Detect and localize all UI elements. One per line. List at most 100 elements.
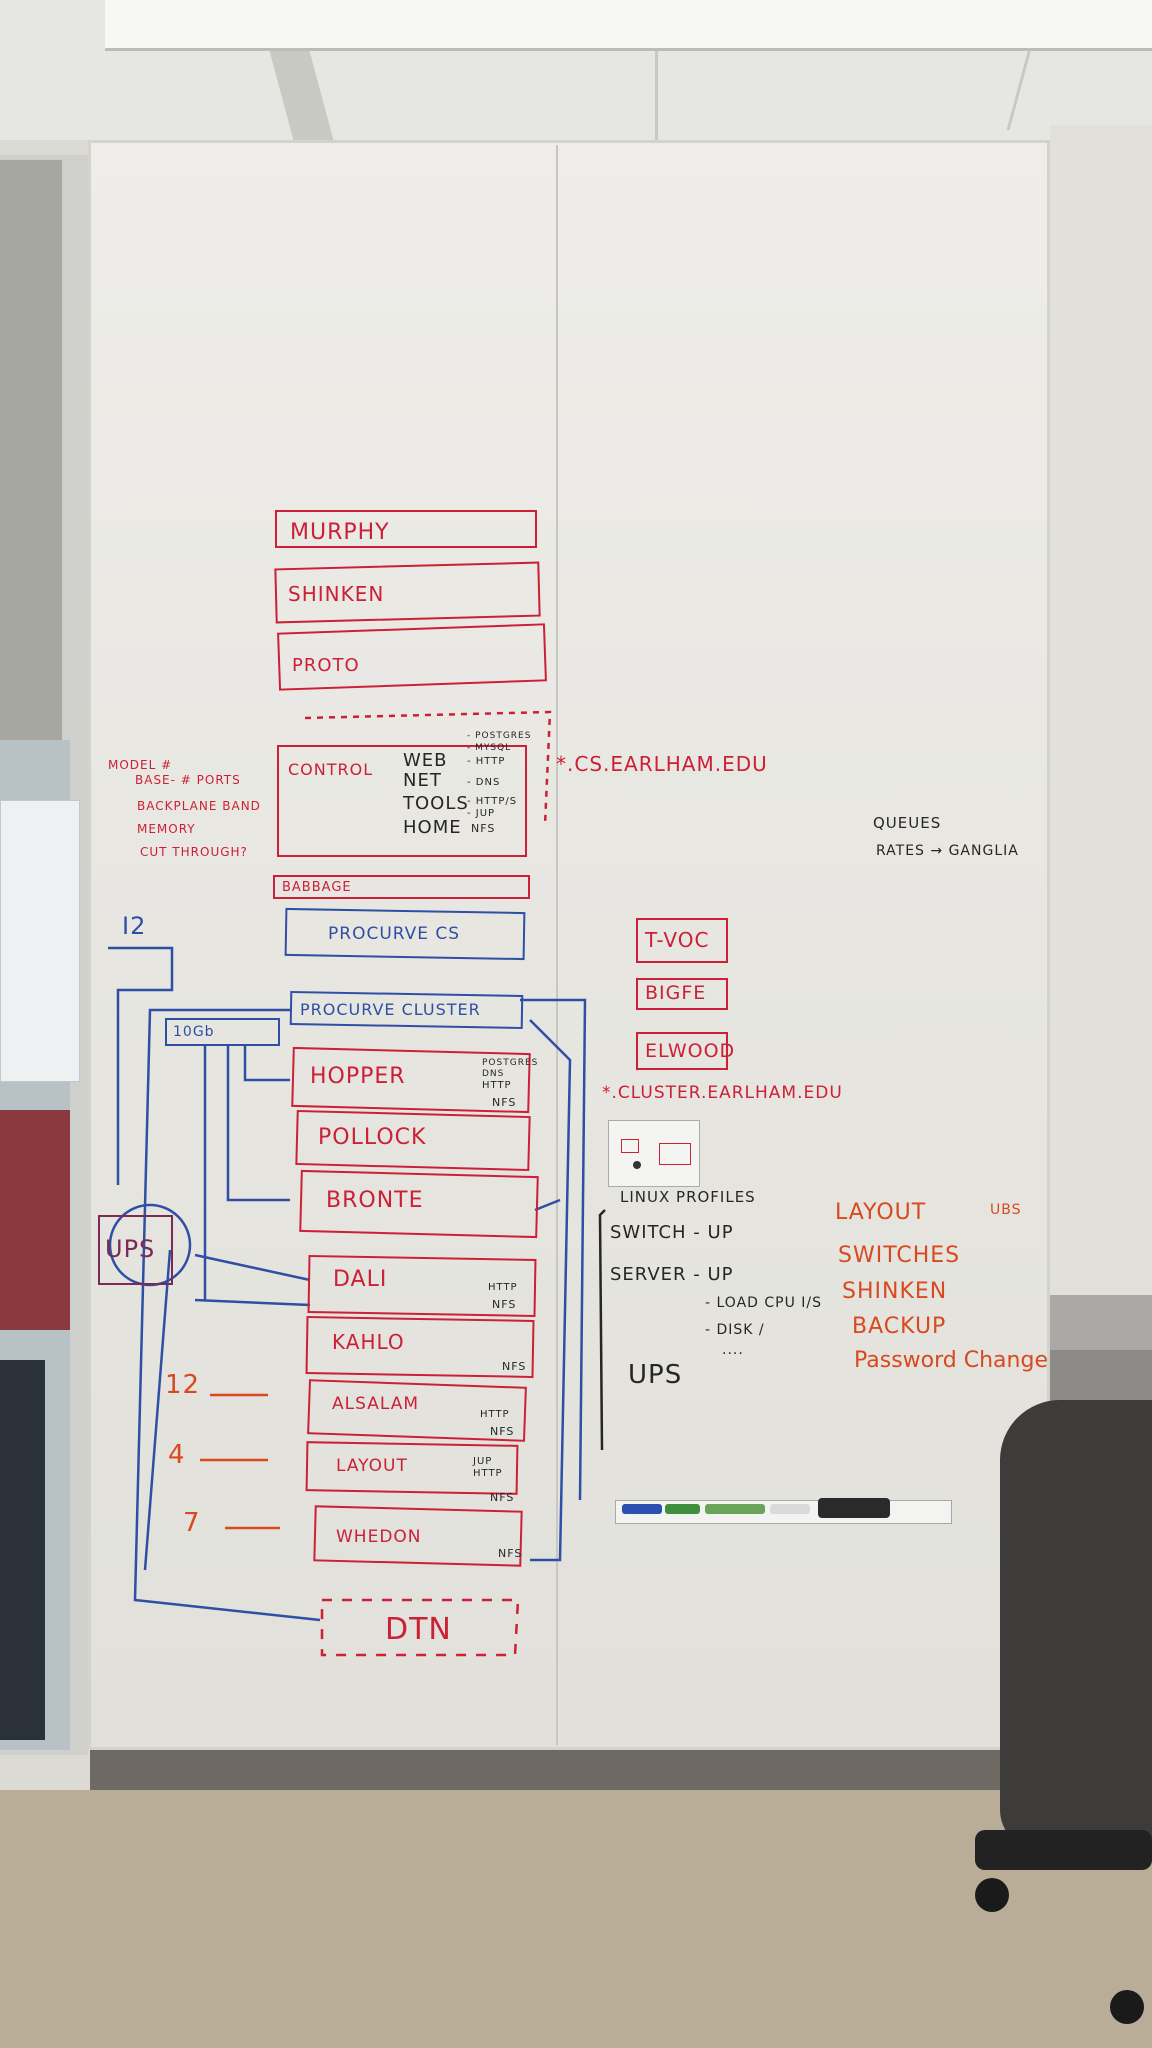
blue-marker-icon[interactable] [622,1504,662,1514]
ten-gb-switch-box [165,1018,280,1046]
node-note: NFS [502,1360,527,1373]
node-label-whedon: WHEDON [336,1527,422,1547]
profiles-item: .... [722,1342,744,1358]
server-label-tvoc: T-VOC [645,928,710,952]
todo-item: LAYOUT [835,1200,927,1225]
model-note: BASE- # PORTS [135,773,241,787]
chair-left [0,1110,70,1330]
control-service-home: HOME [403,817,462,838]
node-note: NFS [490,1491,515,1504]
todo-item: BACKUP [852,1314,947,1339]
server-box-bigfe [636,978,728,1010]
ten-gb-label: 10Gb [173,1024,215,1040]
model-note: MEMORY [137,822,196,836]
profiles-item: LINUX PROFILES [620,1188,756,1206]
domain-cs: *.CS.EARLHAM.EDU [556,752,768,776]
todo-item: UBS [990,1202,1022,1218]
ups-label: UPS [105,1235,156,1263]
whiteboard-seam [556,145,558,1745]
control-service-web: WEB [403,750,448,771]
ups-box [98,1215,173,1285]
node-label-bronte: BRONTE [326,1188,424,1213]
window-blind [0,160,62,740]
panel-knob-icon [633,1161,641,1169]
green-marker-icon[interactable] [705,1504,765,1514]
dtn-label: DTN [385,1612,452,1647]
profiles-item: - LOAD CPU I/S [705,1295,823,1311]
queues-label: QUEUES [873,814,942,832]
node-label-layout: LAYOUT [336,1456,408,1476]
control-title: CONTROL [288,760,374,779]
profiles-item: UPS [628,1360,683,1390]
ceiling-grid-line [655,40,658,140]
server-box-tvoc [636,918,728,963]
control-detail: - MYSQL [467,743,512,753]
rates-label: RATES → GANGLIA [876,843,1019,859]
node-note: POSTGRES [482,1058,539,1068]
babbage-label: BABBAGE [282,880,352,895]
i2-label: I2 [122,912,147,940]
node-label-hopper: HOPPER [310,1064,406,1089]
control-detail: - POSTGRES [467,731,532,741]
node-note: DNS [482,1069,505,1079]
model-note: BACKPLANE BAND [137,799,261,813]
todo-item: SWITCHES [838,1243,961,1268]
node-note: HTTP [473,1468,503,1479]
server-box-elwood [636,1032,728,1070]
control-service-net: NET [403,770,442,791]
node-note: NFS [490,1425,515,1438]
node-note: NFS [498,1547,523,1560]
poster [0,800,80,1082]
rack-unit-label: 4 [168,1440,186,1470]
server-label-bigfe: BIGFE [645,982,707,1004]
node-note: JUP [473,1456,493,1467]
office-chair-base [975,1830,1152,1870]
control-detail: - JUP [467,808,496,819]
node-note: NFS [492,1298,517,1311]
profiles-item: SERVER - UP [610,1264,734,1285]
todo-item: SHINKEN [842,1279,948,1304]
node-label-kahlo: KAHLO [332,1330,405,1354]
todo-item: Password Change [854,1348,1048,1373]
chair-wheel-icon [1110,1990,1144,2024]
server-label-elwood: ELWOOD [645,1040,736,1062]
control-detail: NFS [471,822,496,835]
server-label-shinken: SHINKEN [288,582,385,606]
white-marker-icon[interactable] [770,1504,810,1514]
whiteboard [88,140,1050,1750]
node-label-dali: DALI [333,1267,388,1292]
node-note: HTTP [482,1080,512,1091]
panel-button-icon [621,1139,639,1153]
node-label-pollock: POLLOCK [318,1125,427,1150]
profiles-item: - DISK / [705,1322,765,1338]
panel-button-icon [659,1143,691,1165]
server-label-proto: PROTO [292,655,360,676]
domain-cluster: *.CLUSTER.EARLHAM.EDU [602,1083,843,1103]
control-box [277,745,527,857]
control-detail: - HTTP/S [467,796,518,807]
floor [0,1790,1152,2048]
procurve-cluster-label: PROCURVE CLUSTER [300,1000,481,1019]
babbage-box [273,875,530,899]
wall-control-panel [608,1120,700,1187]
procurve-cs-label: PROCURVE CS [328,924,461,944]
node-note: NFS [492,1096,517,1109]
model-note: CUT THROUGH? [140,845,248,859]
model-note: MODEL # [108,758,173,772]
control-service-tools: TOOLS [403,793,469,814]
desk-top [1045,1295,1152,1350]
chair-wheel-icon [975,1878,1009,1912]
control-detail: - HTTP [467,756,506,767]
profiles-item: SWITCH - UP [610,1222,734,1243]
eraser-icon[interactable] [818,1498,890,1518]
rack-unit-label: 12 [165,1370,201,1400]
green-marker-icon[interactable] [665,1504,700,1514]
server-box-murphy [275,510,537,548]
server-label-murphy: MURPHY [290,520,390,545]
node-note: HTTP [488,1282,518,1293]
node-note: HTTP [480,1409,510,1420]
office-chair [1000,1400,1152,1850]
node-label-alsalam: ALSALAM [332,1394,419,1414]
control-detail: - DNS [467,777,501,788]
